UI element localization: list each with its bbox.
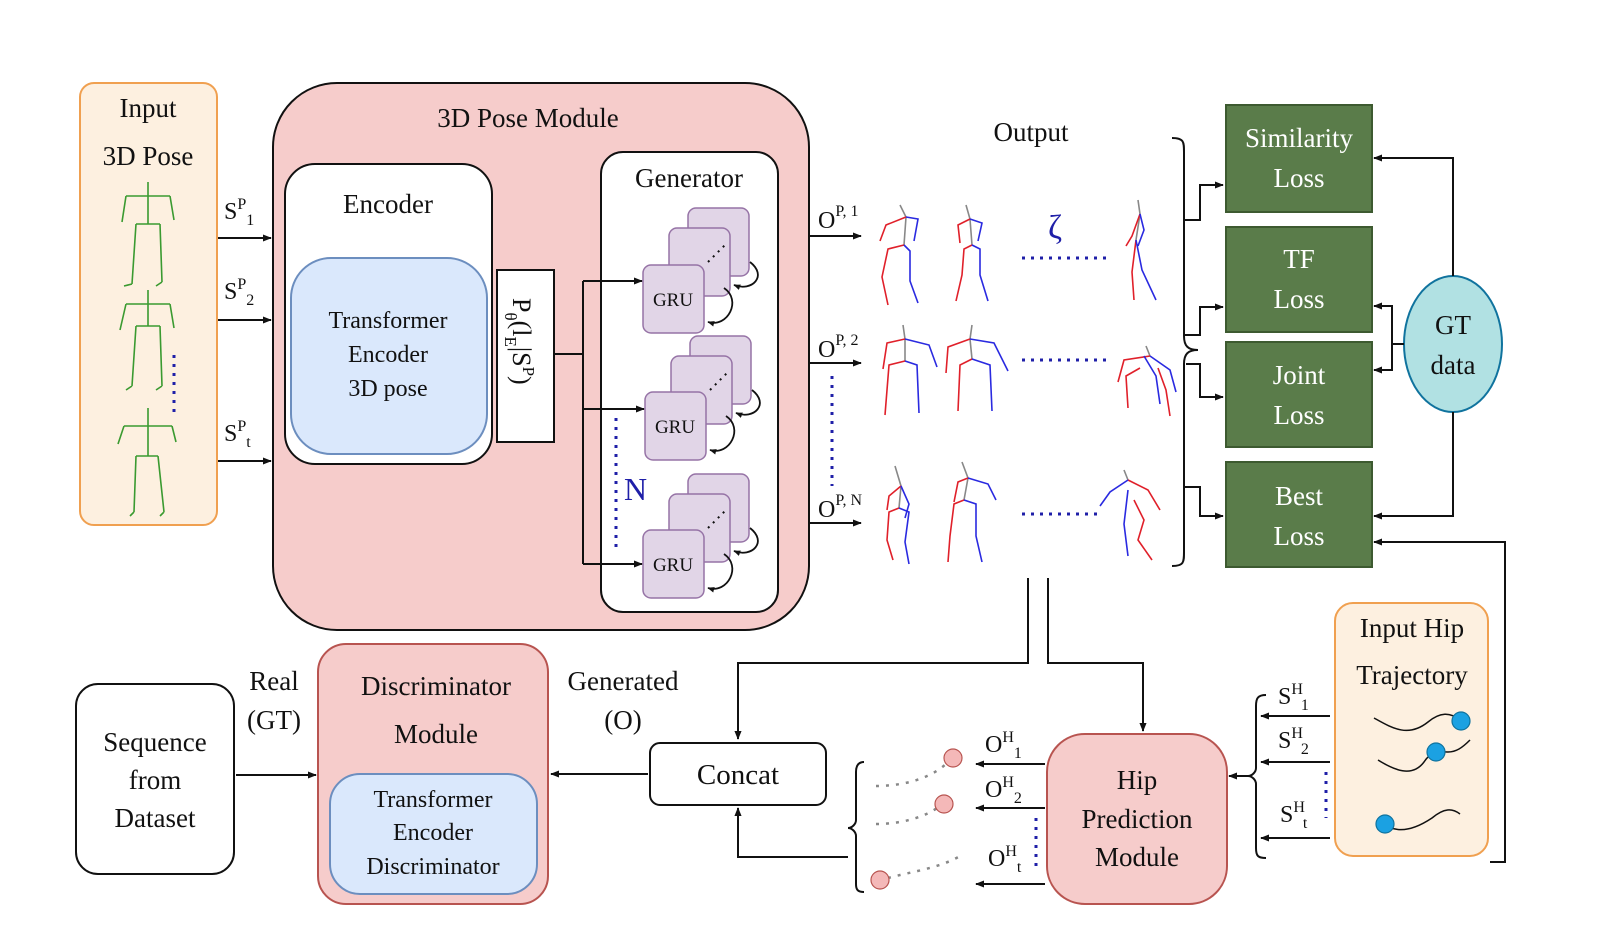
svg-text:OHt: OHt (988, 843, 1022, 876)
joint-loss-box: Joint Loss (1225, 341, 1373, 448)
pose-module-title: 3D Pose Module (437, 103, 619, 133)
pose-module: 3D Pose Module Encoder Transformer Encod… (272, 82, 810, 631)
hip-trajectory-icon (1373, 711, 1471, 834)
real-label-line1: Real (249, 666, 298, 696)
svg-text:OH2: OH2 (985, 774, 1022, 807)
hip-to-best-loss-arrow (1373, 538, 1506, 863)
svg-text:Transformer: Transformer (373, 787, 492, 813)
latent-distribution-box: Pθ(lE|SP) (496, 269, 555, 443)
svg-text:OP, N: OP, N (818, 492, 862, 523)
svg-text:from: from (129, 765, 181, 795)
svg-text:Pθ(lE|SP): Pθ(lE|SP) (501, 298, 538, 385)
svg-text:SH2: SH2 (1278, 725, 1309, 758)
best-loss-box: Best Loss (1225, 461, 1373, 568)
similarity-loss-box: Similarity Loss (1225, 104, 1373, 213)
output-arrow-n: OP, N (810, 492, 862, 527)
svg-text:SPt: SPt (224, 418, 251, 451)
gru-label: GRU (653, 555, 693, 576)
transformer-encoder-discriminator (329, 773, 538, 895)
svg-text:Transformer: Transformer (328, 308, 447, 334)
gru-label: GRU (655, 417, 695, 438)
generated-label-line2: (O) (604, 705, 641, 735)
generator-box: Generator GRU GRU (600, 151, 779, 613)
output-title: Output (993, 117, 1069, 147)
svg-text:Encoder: Encoder (348, 342, 428, 368)
svg-text:Input Hip: Input Hip (1360, 613, 1464, 643)
generator-title: Generator (635, 163, 743, 193)
gru-label: GRU (653, 290, 693, 311)
svg-text:Prediction: Prediction (1082, 804, 1193, 834)
svg-text:Encoder: Encoder (393, 820, 473, 846)
skeleton-icon (117, 182, 177, 517)
generated-label-line1: Generated (568, 666, 679, 696)
discriminator-module: Discriminator Module Transformer Encoder… (317, 643, 549, 905)
input-pose-title-line2: 3D Pose (103, 141, 194, 171)
svg-text:SP1: SP1 (224, 196, 254, 229)
output-skeletons (879, 199, 1177, 565)
svg-text:Loss: Loss (1273, 163, 1324, 193)
svg-text:TF: TF (1283, 244, 1315, 274)
latent-to-gru-arrows (555, 277, 645, 568)
input-3d-pose-box: Input 3D Pose (79, 82, 218, 526)
input-arrow-st: SPt (218, 418, 272, 465)
gru-stack-2: GRU (644, 335, 761, 461)
svg-text:GT: GT (1435, 310, 1471, 340)
gru-stack-3: GRU (642, 473, 759, 599)
svg-text:3D pose: 3D pose (348, 376, 427, 402)
svg-text:OP, 1: OP, 1 (818, 203, 858, 234)
svg-text:OH1: OH1 (985, 729, 1022, 762)
output-brace (1171, 137, 1224, 567)
encoder-box: Encoder Transformer Encoder 3D pose (284, 163, 493, 465)
svg-text:SH1: SH1 (1278, 681, 1309, 714)
svg-text:Joint: Joint (1273, 360, 1326, 390)
hip-prediction-module: Hip Prediction Module (1046, 733, 1228, 905)
transformer-encoder-3d-pose (290, 257, 488, 455)
svg-text:Similarity: Similarity (1245, 123, 1354, 153)
tf-loss-box: TF Loss (1225, 226, 1373, 333)
svg-text:Module: Module (394, 719, 478, 749)
input-arrow-s1: SP1 (218, 196, 272, 242)
svg-text:Discriminator: Discriminator (366, 854, 499, 880)
svg-text:Loss: Loss (1273, 284, 1324, 314)
svg-text:SHt: SHt (1280, 799, 1308, 832)
svg-text:Module: Module (1095, 842, 1179, 872)
sequence-from-dataset-box: Sequence from Dataset (75, 683, 235, 875)
svg-text:OP, 2: OP, 2 (818, 332, 858, 363)
svg-text:Hip: Hip (1117, 765, 1158, 795)
output-to-concat-and-hip (734, 578, 1147, 740)
svg-text:Sequence: Sequence (103, 727, 206, 757)
real-label-line2: (GT) (247, 705, 301, 735)
gru-stack-1: GRU (642, 207, 759, 334)
svg-text:Loss: Loss (1273, 521, 1324, 551)
input-arrow-s2: SP2 (218, 276, 272, 324)
input-pose-title-line1: Input (120, 93, 177, 123)
svg-text:data: data (1431, 350, 1476, 380)
encoder-title: Encoder (343, 189, 433, 219)
gt-data-ellipse: GT data (1403, 275, 1503, 413)
hip-output-arrows: OH1 OH2 OHt (734, 729, 1045, 893)
output-arrow-1: OP, 1 (810, 203, 862, 240)
svg-text:Trajectory: Trajectory (1356, 660, 1468, 690)
svg-text:Discriminator: Discriminator (361, 671, 511, 701)
svg-text:Concat: Concat (697, 759, 779, 791)
svg-text:SP2: SP2 (224, 276, 254, 309)
output-arrow-2: OP, 2 (810, 332, 862, 367)
input-hip-trajectory-box: Input Hip Trajectory (1334, 602, 1489, 857)
svg-text:Loss: Loss (1273, 400, 1324, 430)
concat-box: Concat (649, 742, 827, 806)
gru-count-n: N (624, 471, 647, 507)
zeta-symbol: ζ (1048, 209, 1062, 246)
svg-text:Best: Best (1275, 481, 1324, 511)
gt-to-loss-arrows (1373, 154, 1454, 520)
svg-text:Dataset: Dataset (115, 803, 196, 833)
